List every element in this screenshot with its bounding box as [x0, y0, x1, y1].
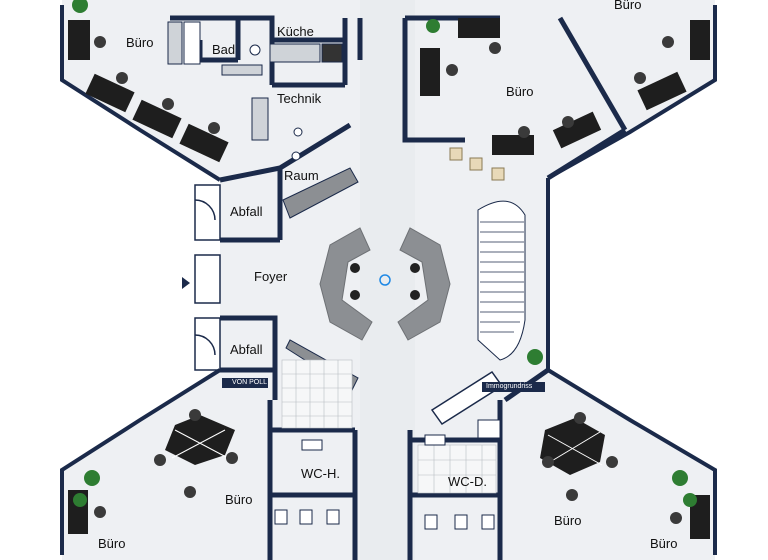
room-label-abfall-bottom: Abfall [230, 342, 263, 357]
room-label-bad: Bad [212, 42, 236, 57]
room-label-kueche: Küche [277, 24, 314, 39]
watermark-right: Immogrundriss [486, 383, 533, 390]
plant-icon [84, 470, 100, 486]
bar-stools [449, 147, 505, 181]
room-label-wc-d: WC-D. [448, 474, 487, 489]
room-label-foyer: Foyer [254, 269, 288, 284]
desks-top-left [68, 20, 229, 163]
staircase [477, 200, 526, 361]
workstation-bottom-left [154, 409, 238, 498]
room-label-buero-center-top: Büro [506, 84, 534, 99]
interior-walls [170, 15, 628, 560]
room-label-technik: Technik [277, 91, 322, 106]
plant-icon [527, 349, 543, 365]
tiled-floor [281, 359, 497, 494]
entrance-arrow-icon [182, 277, 190, 289]
outer-walls [60, 5, 717, 555]
workstation-bottom-right [540, 412, 618, 501]
watermark-left: VON POLL [232, 379, 268, 386]
plant-icon [672, 470, 688, 486]
plant-icon [426, 19, 440, 33]
desks-center-top [420, 18, 602, 155]
room-label-buero-bottom-right: Büro [554, 513, 582, 528]
lounge-seating [319, 227, 451, 341]
counter-raum [282, 167, 359, 219]
room-label-buero-top-left: Büro [126, 35, 154, 50]
room-label-buero-bottom-left: Büro [225, 492, 253, 507]
kitchen-fixtures [167, 21, 343, 161]
room-label-abfall-top: Abfall [230, 204, 263, 219]
foyer-doors [194, 184, 221, 371]
plant-icon [683, 493, 697, 507]
foyer-center-marker [379, 274, 391, 286]
desks-top-right [634, 20, 710, 111]
plant-icon [73, 493, 87, 507]
watermark-band-left [222, 378, 268, 388]
watermark-band-right [482, 382, 545, 392]
plants [72, 0, 697, 507]
foyer-chairs [350, 263, 420, 300]
room-label-buero-top-right: Büro [614, 0, 642, 12]
room-label-buero-bottom-left-corner: Büro [98, 536, 126, 551]
room-label-wc-h: WC-H. [301, 466, 340, 481]
room-label-buero-bottom-right-corner: Büro [650, 536, 678, 551]
plant-icon [72, 0, 88, 13]
room-label-raum: Raum [284, 168, 319, 183]
wc-fixtures [274, 419, 501, 530]
